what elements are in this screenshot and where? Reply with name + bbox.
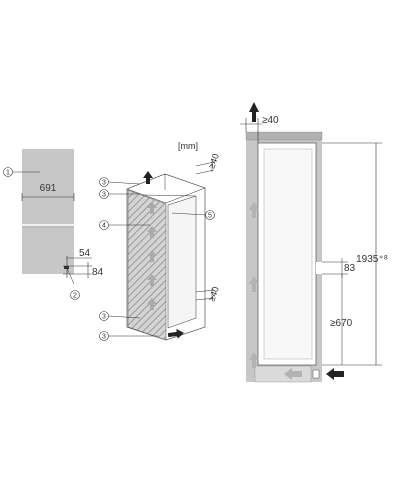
width-label: 691 <box>40 183 57 194</box>
callout-3b: 3 <box>99 189 140 199</box>
callout-3c: 3 <box>99 311 141 321</box>
min-height-label: ≥670 <box>330 318 353 329</box>
appliance-inner <box>263 148 313 360</box>
section-top-gap-label: ≥40 <box>262 115 279 126</box>
inner-cabinet <box>167 195 197 329</box>
svg-text:3: 3 <box>102 180 106 187</box>
callout-2-circle <box>70 290 80 300</box>
cabinet-top-edge <box>142 194 197 197</box>
plinth-intake-arrow-light <box>284 368 302 380</box>
top-gap-label: ≥40 <box>206 152 221 169</box>
top-gap-dim-2 <box>195 169 215 175</box>
callout-1-label: 1 <box>6 170 10 177</box>
niche-top-edge <box>126 188 167 204</box>
plinth <box>254 365 312 383</box>
top-exhaust-arrow <box>143 171 153 184</box>
callout-3d: 3 <box>99 331 158 341</box>
hinge-marker <box>64 266 69 269</box>
appliance-front-panel <box>22 149 74 274</box>
callout-2-label: 2 <box>73 293 77 300</box>
section-view: ≥40 1935⁺⁸ 83 ≥670 <box>240 102 388 383</box>
plinth-intake-arrow-dark <box>326 368 344 380</box>
top-gap-dim-1 <box>195 161 215 167</box>
callout-3a: 3 <box>99 177 141 187</box>
niche-top-edge2 <box>165 187 206 204</box>
plinth-grille <box>312 369 320 379</box>
vent-gap <box>316 262 322 274</box>
isometric-view: [mm] ≥40 ≥40 <box>99 141 221 341</box>
front-view: 1 691 54 84 2 <box>3 149 104 300</box>
svg-text:3: 3 <box>102 334 106 341</box>
bottom-intake-arrow <box>167 328 184 339</box>
bottom-gap-label: ≥40 <box>206 285 221 302</box>
top-exhaust-arrow-section <box>249 102 259 122</box>
airflow-arrows-section <box>249 202 259 368</box>
hinge-offset-label: 54 <box>79 248 91 259</box>
unit-label: [mm] <box>178 141 198 151</box>
svg-text:3: 3 <box>102 192 106 199</box>
hinge-height-label: 84 <box>92 267 104 278</box>
svg-text:5: 5 <box>208 213 212 220</box>
overall-height-label: 1935⁺⁸ <box>356 254 388 265</box>
callout-5: 5 <box>171 210 215 220</box>
callout-4: 4 <box>99 220 150 230</box>
ceiling-shelf <box>245 131 323 141</box>
svg-text:4: 4 <box>102 223 106 230</box>
callout-2-leader <box>66 267 75 285</box>
hatched-side-wall <box>127 189 167 341</box>
vent-height-label: 83 <box>344 263 356 274</box>
airflow-arrows-side <box>147 202 157 310</box>
svg-text:3: 3 <box>102 314 106 321</box>
bottom-gap-dim-2 <box>195 297 215 301</box>
bottom-gap-dim-1 <box>195 289 215 293</box>
